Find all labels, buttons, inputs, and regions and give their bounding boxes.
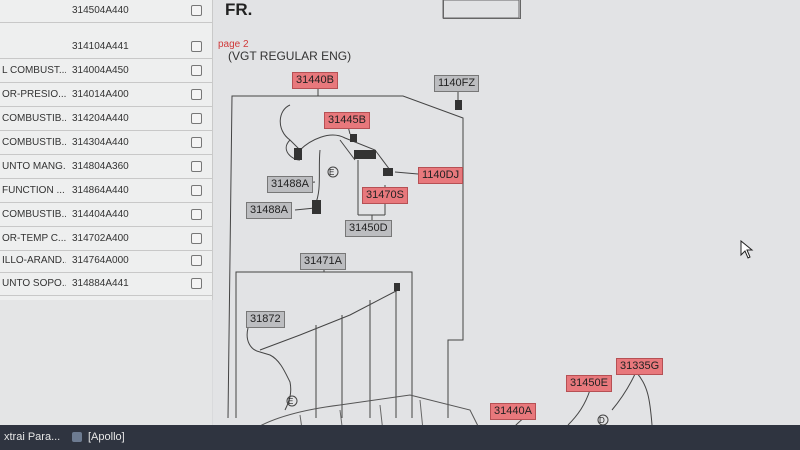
part-label-31335G[interactable]: 31335G: [616, 358, 664, 375]
list-item[interactable]: UNTO MANG... 314804A360: [0, 156, 212, 179]
part-label-31450E[interactable]: 31450E: [566, 375, 612, 392]
part-label-31440B[interactable]: 31440B: [292, 72, 338, 89]
list-item[interactable]: COMBUSTIB... 314204A440: [0, 108, 212, 131]
part-description: OR-TEMP C...: [2, 233, 66, 244]
part-number: 314104A441: [72, 41, 129, 52]
list-item[interactable]: ILLO-ARAND... 314764A000: [0, 250, 212, 273]
part-number: 314404A440: [72, 209, 129, 220]
part-checkbox[interactable]: [191, 113, 202, 124]
part-label-31488A[interactable]: 31488A: [267, 176, 313, 193]
taskbar-item-apollo[interactable]: [Apollo]: [88, 431, 125, 443]
part-checkbox[interactable]: [191, 233, 202, 244]
part-checkbox[interactable]: [191, 255, 202, 266]
part-number: 314884A441: [72, 278, 129, 289]
part-number: 314304A440: [72, 137, 129, 148]
list-item[interactable]: OR-PRESIO... 314014A400: [0, 84, 212, 107]
part-checkbox[interactable]: [191, 5, 202, 16]
diagram-title: FR.: [225, 0, 253, 19]
part-checkbox[interactable]: [191, 278, 202, 289]
list-item[interactable]: COMBUSTIB... 314404A440: [0, 204, 212, 227]
list-item[interactable]: UNTO SOPO... 314884A441: [0, 273, 212, 296]
list-item[interactable]: OR-TEMP C... 314702A400: [0, 228, 212, 251]
part-label-31471A[interactable]: 31471A: [300, 253, 346, 270]
engine-variant-label: (VGT REGULAR ENG): [228, 49, 352, 63]
part-number: 314702A400: [72, 233, 129, 244]
part-description: COMBUSTIB...: [2, 113, 66, 124]
list-item[interactable]: COMBUSTIB... 314304A440: [0, 132, 212, 155]
taskbar: xtrai Para... [Apollo]: [0, 425, 800, 450]
part-label-31872[interactable]: 31872: [246, 311, 285, 328]
part-number: 314764A000: [72, 255, 129, 266]
part-description: FUNCTION ...: [2, 185, 65, 196]
mouse-cursor-icon: [740, 240, 754, 259]
panel-empty-area: [0, 300, 212, 425]
callout-e: E: [329, 168, 334, 177]
part-number: 314004A450: [72, 65, 129, 76]
part-checkbox[interactable]: [191, 185, 202, 196]
part-number: 314204A440: [72, 113, 129, 124]
part-label-31440A[interactable]: 31440A: [490, 403, 536, 420]
taskbar-item-xtrai[interactable]: xtrai Para...: [4, 431, 61, 443]
part-checkbox[interactable]: [191, 161, 202, 172]
part-label-31450D[interactable]: 31450D: [345, 220, 392, 237]
page-reference-link[interactable]: page 2: [218, 39, 249, 50]
parts-diagram: [213, 0, 800, 425]
part-checkbox[interactable]: [191, 209, 202, 220]
list-item[interactable]: FUNCTION ... 314864A440: [0, 180, 212, 203]
header-box: [443, 0, 521, 19]
list-item[interactable]: 314504A440: [0, 0, 212, 23]
part-number: 314504A440: [72, 5, 129, 16]
part-label-31470S[interactable]: 31470S: [362, 187, 408, 204]
part-number: 314864A440: [72, 185, 129, 196]
part-checkbox[interactable]: [191, 137, 202, 148]
part-description: COMBUSTIB...: [2, 209, 66, 220]
list-item[interactable]: 314104A441: [0, 36, 212, 59]
part-description: COMBUSTIB...: [2, 137, 66, 148]
list-item[interactable]: L COMBUST... 314004A450: [0, 60, 212, 83]
part-checkbox[interactable]: [191, 41, 202, 52]
part-description: ILLO-ARAND...: [2, 255, 66, 266]
part-label-1140DJ[interactable]: 1140DJ: [418, 167, 464, 184]
part-number: 314804A360: [72, 161, 129, 172]
part-number: 314014A400: [72, 89, 129, 100]
part-description: L COMBUST...: [2, 65, 66, 76]
parts-list-panel: 314504A440 314104A441 L COMBUST... 31400…: [0, 0, 213, 300]
part-label-31488A-lower[interactable]: 31488A: [246, 202, 292, 219]
part-label-31445B[interactable]: 31445B: [324, 112, 370, 129]
callout-e: E: [288, 397, 293, 406]
part-checkbox[interactable]: [191, 65, 202, 76]
callout-d: D: [599, 416, 605, 425]
part-label-1140FZ[interactable]: 1140FZ: [434, 75, 480, 92]
part-description: OR-PRESIO...: [2, 89, 66, 100]
part-checkbox[interactable]: [191, 89, 202, 100]
part-description: UNTO MANG...: [2, 161, 66, 172]
apollo-app-icon: [72, 432, 82, 442]
part-description: UNTO SOPO...: [2, 278, 66, 289]
